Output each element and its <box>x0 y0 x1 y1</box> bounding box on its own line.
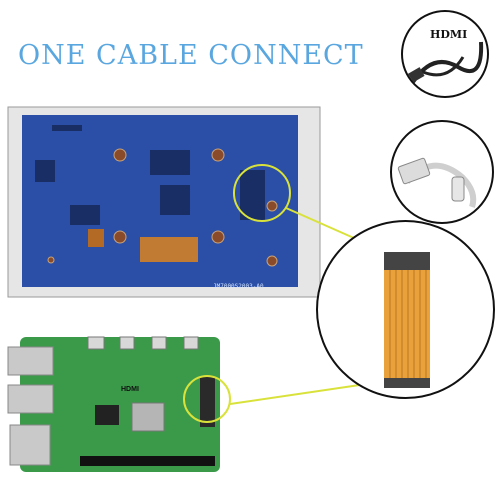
ribbon-cable-bubble <box>316 220 495 399</box>
display-connector-highlight <box>233 164 291 222</box>
pi-gpio-header <box>80 456 215 466</box>
pi-pcb <box>20 337 220 472</box>
display-components <box>35 125 265 225</box>
pi-chip <box>95 405 119 425</box>
pi-callout-line <box>229 381 381 405</box>
usb-c-cable-icon <box>397 157 477 208</box>
pi-top-ports <box>87 336 199 350</box>
pi-soc <box>131 402 165 432</box>
display-serial: JM7000S2003-A0 <box>213 283 264 290</box>
display-ribbon-connector <box>140 237 198 262</box>
pi-hdmi-port-label: HDMI <box>121 386 139 393</box>
hdmi-cable-bubble <box>401 10 489 98</box>
hdmi-cable-icon <box>407 41 484 84</box>
display-mounting-holes <box>47 148 278 267</box>
usb-cable-bubble <box>390 120 494 224</box>
pi-dsi-connector <box>200 377 215 427</box>
ribbon-cable-icon <box>384 252 430 388</box>
pi-ports <box>7 346 54 466</box>
pi-connector-highlight <box>183 375 231 423</box>
headline: ONE CABLE CONNECT <box>18 40 364 71</box>
hdmi-label: HDMI <box>430 28 468 41</box>
